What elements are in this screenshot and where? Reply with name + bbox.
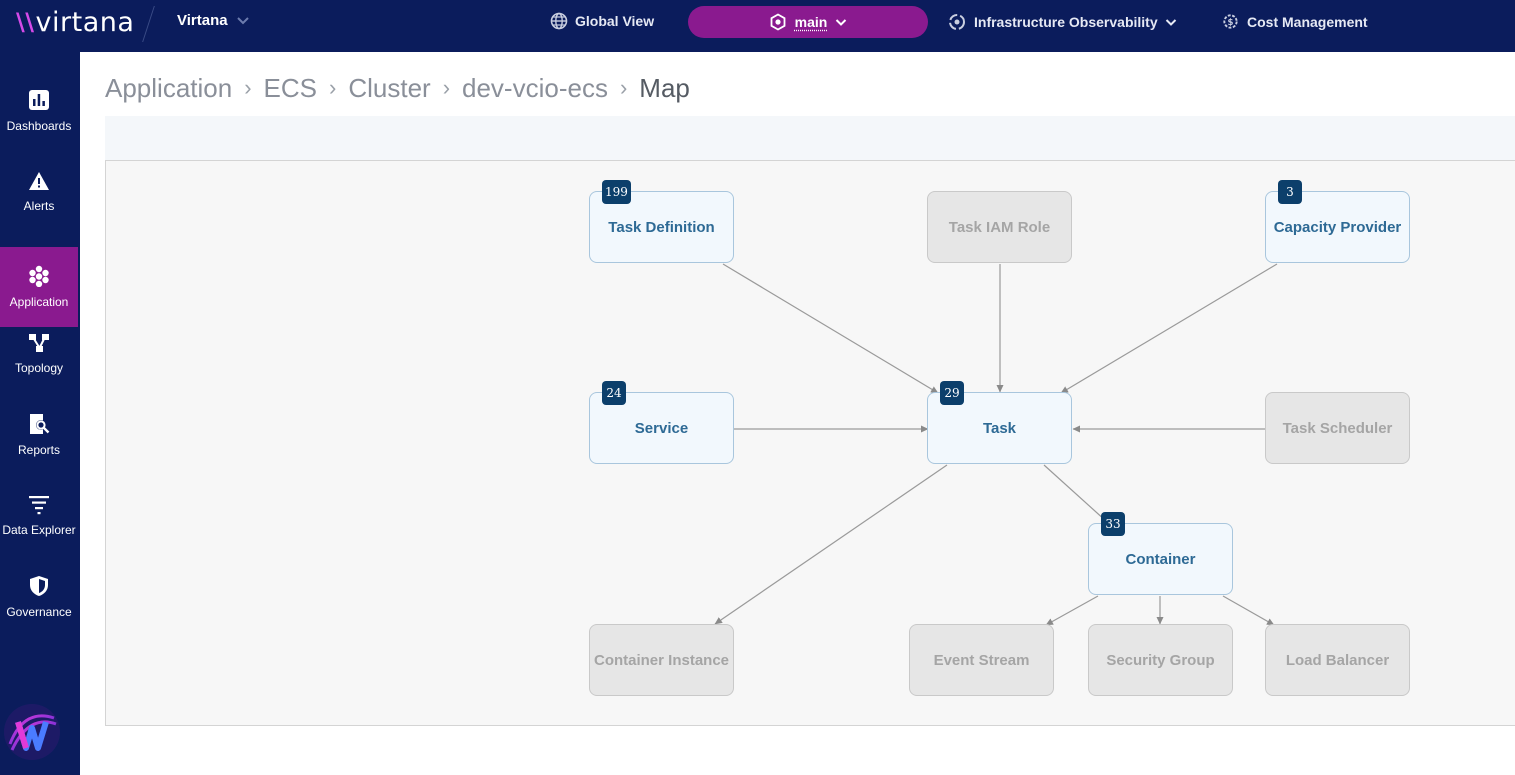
hexagon-icon: [769, 13, 787, 31]
cost-gear-icon: $: [1221, 12, 1240, 31]
node-container[interactable]: 33 Container: [1088, 523, 1233, 595]
breadcrumb: Application › ECS › Cluster › dev-vcio-e…: [105, 70, 690, 106]
edge-task-definition-to-task: [723, 264, 938, 393]
bar-chart-icon: [28, 89, 50, 111]
sidebar-item-reports[interactable]: Reports: [0, 395, 78, 475]
top-bar: \\virtana Virtana Global View main Infra…: [0, 0, 1515, 52]
breadcrumb-separator-icon: ›: [620, 75, 627, 101]
count-badge: 199: [602, 180, 631, 204]
chevron-down-icon: [236, 16, 250, 26]
sidebar-item-topology[interactable]: Topology: [0, 314, 78, 394]
chevron-down-icon: [835, 18, 847, 27]
node-task[interactable]: 29 Task: [927, 392, 1072, 464]
breadcrumb-application[interactable]: Application: [105, 73, 232, 104]
count-badge: 3: [1278, 180, 1302, 204]
workspace-name: main: [795, 14, 828, 30]
sidebar-item-dashboards[interactable]: Dashboards: [0, 71, 78, 151]
report-search-icon: [28, 413, 50, 435]
edge-task-to-container: [1044, 465, 1106, 521]
brand-swirl-icon: [4, 704, 60, 760]
node-task-definition[interactable]: 199 Task Definition: [589, 191, 734, 263]
node-capacity-provider[interactable]: 3 Capacity Provider: [1265, 191, 1410, 263]
global-view-link[interactable]: Global View: [550, 12, 654, 30]
relationship-map: 199 Task Definition Task IAM Role 3 Capa…: [105, 160, 1515, 726]
shield-icon: [29, 575, 49, 597]
observability-icon: [947, 12, 967, 32]
breadcrumb-separator-icon: ›: [329, 75, 336, 101]
edge-container-to-event-stream: [1046, 596, 1098, 625]
virtana-brand-badge-icon[interactable]: [4, 704, 60, 760]
edge-task-to-container-instance: [715, 465, 947, 624]
application-cluster-icon: [28, 265, 50, 287]
breadcrumb-separator-icon: ›: [443, 75, 450, 101]
count-badge: 33: [1101, 512, 1125, 536]
org-selector[interactable]: Virtana: [177, 12, 250, 29]
filter-lines-icon: [28, 495, 50, 515]
chevron-down-icon: [1165, 18, 1177, 27]
warning-triangle-icon: [28, 171, 50, 191]
breadcrumb-cluster-name[interactable]: dev-vcio-ecs: [462, 73, 608, 104]
header-divider: [142, 6, 155, 42]
sidebar-item-alerts[interactable]: Alerts: [0, 152, 78, 232]
node-task-iam-role[interactable]: Task IAM Role: [927, 191, 1072, 263]
node-task-scheduler[interactable]: Task Scheduler: [1265, 392, 1410, 464]
infrastructure-observability-menu[interactable]: Infrastructure Observability: [947, 12, 1177, 32]
breadcrumb-current-map: Map: [639, 73, 690, 104]
node-event-stream[interactable]: Event Stream: [909, 624, 1054, 696]
count-badge: 29: [940, 381, 964, 405]
cost-management-link[interactable]: $ Cost Management: [1221, 12, 1368, 31]
sidebar-item-data-explorer[interactable]: Data Explorer: [0, 476, 78, 556]
workspace-selector[interactable]: main: [688, 6, 928, 38]
svg-text:$: $: [1228, 18, 1234, 28]
sidebar-item-governance[interactable]: Governance: [0, 557, 78, 637]
breadcrumb-cluster[interactable]: Cluster: [348, 73, 430, 104]
node-container-instance[interactable]: Container Instance: [589, 624, 734, 696]
breadcrumb-ecs[interactable]: ECS: [264, 73, 317, 104]
count-badge: 24: [602, 381, 626, 405]
topology-icon: [28, 333, 50, 353]
logo-mark-icon: \\: [16, 8, 35, 36]
sidebar: Dashboards Alerts Application Topol: [0, 52, 80, 775]
node-service[interactable]: 24 Service: [589, 392, 734, 464]
edge-container-to-load-balancer: [1223, 596, 1274, 625]
node-security-group[interactable]: Security Group: [1088, 624, 1233, 696]
map-toolbar: [105, 116, 1515, 160]
breadcrumb-separator-icon: ›: [244, 75, 251, 101]
edge-capacity-provider-to-task: [1061, 264, 1277, 393]
org-name: Virtana: [177, 12, 228, 29]
node-load-balancer[interactable]: Load Balancer: [1265, 624, 1410, 696]
globe-icon: [550, 12, 568, 30]
virtana-logo[interactable]: \\virtana: [16, 6, 134, 38]
